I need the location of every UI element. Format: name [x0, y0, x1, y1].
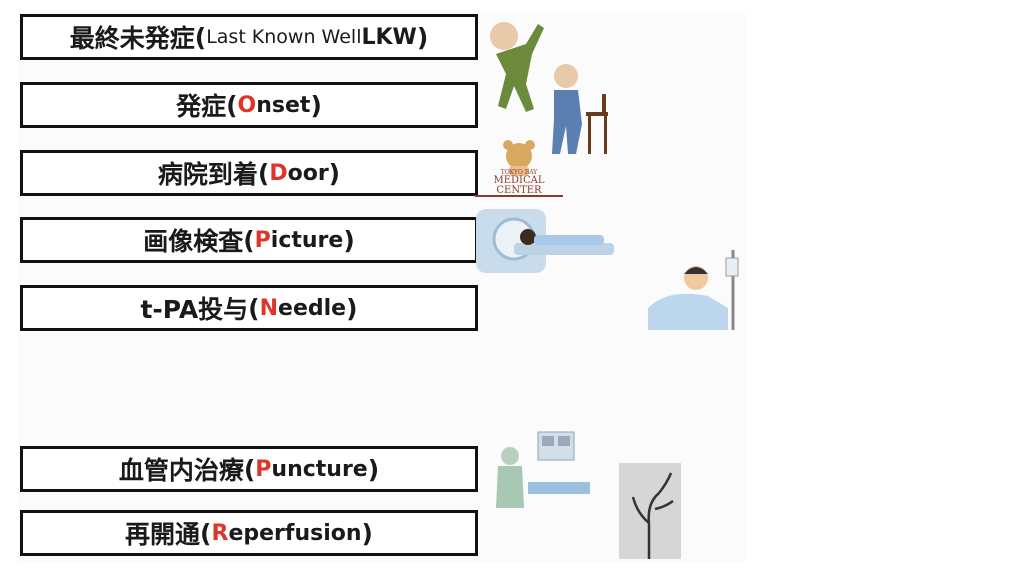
step-en: uncture [271, 456, 368, 482]
step-jp: 画像検査 [143, 227, 244, 256]
logo-line1: TOKYO BAY [500, 169, 538, 176]
paren: ) [361, 518, 373, 548]
paren: ) [310, 90, 322, 120]
paren: ) [328, 158, 341, 188]
paren: ( [243, 454, 256, 484]
step-initial: N [259, 295, 279, 321]
step-initial: P [254, 227, 271, 253]
step-initial: D [269, 160, 288, 186]
logo-text: TOKYO BAY MEDICAL CENTER [473, 170, 565, 196]
paren: ) [416, 22, 429, 52]
paren: ) [343, 225, 355, 255]
hospital-bed-illustration [648, 250, 739, 330]
step-en: oor [287, 160, 329, 186]
paren: ( [200, 518, 212, 548]
paren: ( [257, 158, 270, 188]
step-jp: 最終未発症 [69, 24, 195, 53]
step-en: Last Known Well [206, 26, 362, 48]
paren: ( [243, 225, 255, 255]
paren: ( [194, 22, 207, 52]
step-en: eedle [278, 295, 347, 321]
step-initial: O [237, 92, 257, 118]
logo-line2: MEDICAL CENTER [493, 175, 545, 196]
step-jp: 発症 [176, 92, 227, 121]
catheter-lab-illustration [496, 431, 590, 508]
step-jp: 血管内治療 [118, 456, 244, 485]
ct-scanner-illustration [476, 209, 614, 273]
step-jp: 病院到着 [157, 160, 258, 189]
paren: ( [226, 90, 238, 120]
elderly-people-illustration [490, 22, 608, 154]
paren: ( [248, 293, 260, 323]
paren: ) [367, 454, 380, 484]
step-initial: R [211, 520, 229, 546]
paren: ) [346, 293, 358, 323]
step-en: eperfusion [228, 520, 362, 546]
angiography-image [619, 463, 681, 559]
step-initial: P [255, 456, 272, 482]
step-en: icture [270, 227, 344, 253]
step-lkw: 最終未発症(Last Known Well LKW) [20, 14, 478, 60]
step-jp: 再開通 [125, 520, 201, 549]
hospital-logo: TOKYO BAY MEDICAL CENTER [473, 140, 565, 198]
step-jp: t-PA投与 [140, 295, 249, 324]
step-en: nset [256, 92, 311, 118]
step-abbr: LKW [361, 24, 417, 50]
